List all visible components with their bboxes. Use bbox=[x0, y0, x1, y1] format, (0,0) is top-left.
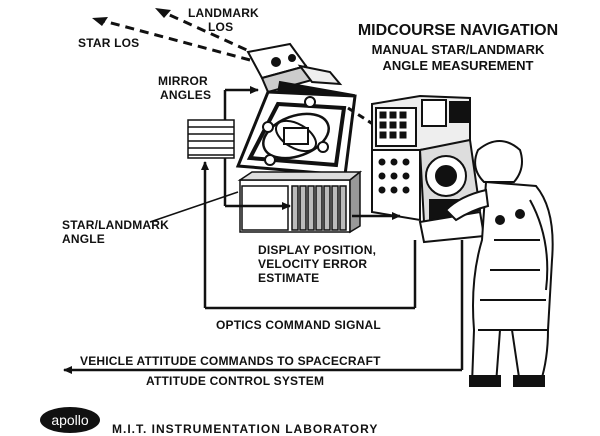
mirror-angles-label-line-2: ANGLES bbox=[160, 88, 212, 102]
optics-command-label: OPTICS COMMAND SIGNAL bbox=[216, 318, 381, 332]
star-landmark-angle-label-line-2: ANGLE bbox=[62, 232, 105, 246]
spacecraft-console bbox=[371, 94, 486, 244]
vehicle-attitude-label-line-2: ATTITUDE CONTROL SYSTEM bbox=[146, 374, 325, 388]
display-label-line-3: ESTIMATE bbox=[258, 271, 320, 285]
mirror-angles-label-line-1: MIRROR bbox=[158, 74, 208, 88]
vehicle-attitude-label-line-1: VEHICLE ATTITUDE COMMANDS TO SPACECRAFT bbox=[80, 354, 381, 368]
gimbal-assembly bbox=[235, 90, 357, 177]
signal-lines bbox=[63, 86, 464, 374]
landmark-los-label-line-1: LANDMARK bbox=[188, 6, 259, 20]
star-los-line bbox=[92, 17, 251, 62]
apollo-logo: apollo bbox=[40, 407, 100, 433]
display-label-line-1: DISPLAY POSITION, bbox=[258, 243, 377, 257]
landmark-los-label-line-2: LOS bbox=[208, 20, 234, 34]
landmark-los-line bbox=[155, 8, 261, 58]
display-label-line-2: VELOCITY ERROR bbox=[258, 257, 368, 271]
astronaut bbox=[444, 140, 554, 387]
title-line-3: ANGLE MEASUREMENT bbox=[382, 58, 534, 73]
footer-text: M.I.T. INSTRUMENTATION LABORATORY bbox=[112, 422, 379, 436]
computer-module bbox=[237, 170, 363, 234]
title-line-2: MANUAL STAR/LANDMARK bbox=[371, 42, 545, 57]
star-landmark-angle-label-line-1: STAR/LANDMARK bbox=[62, 218, 170, 232]
star-los-label: STAR LOS bbox=[78, 36, 140, 50]
mirror-angle-encoder bbox=[187, 119, 235, 159]
title-line-1: MIDCOURSE NAVIGATION bbox=[357, 22, 559, 39]
